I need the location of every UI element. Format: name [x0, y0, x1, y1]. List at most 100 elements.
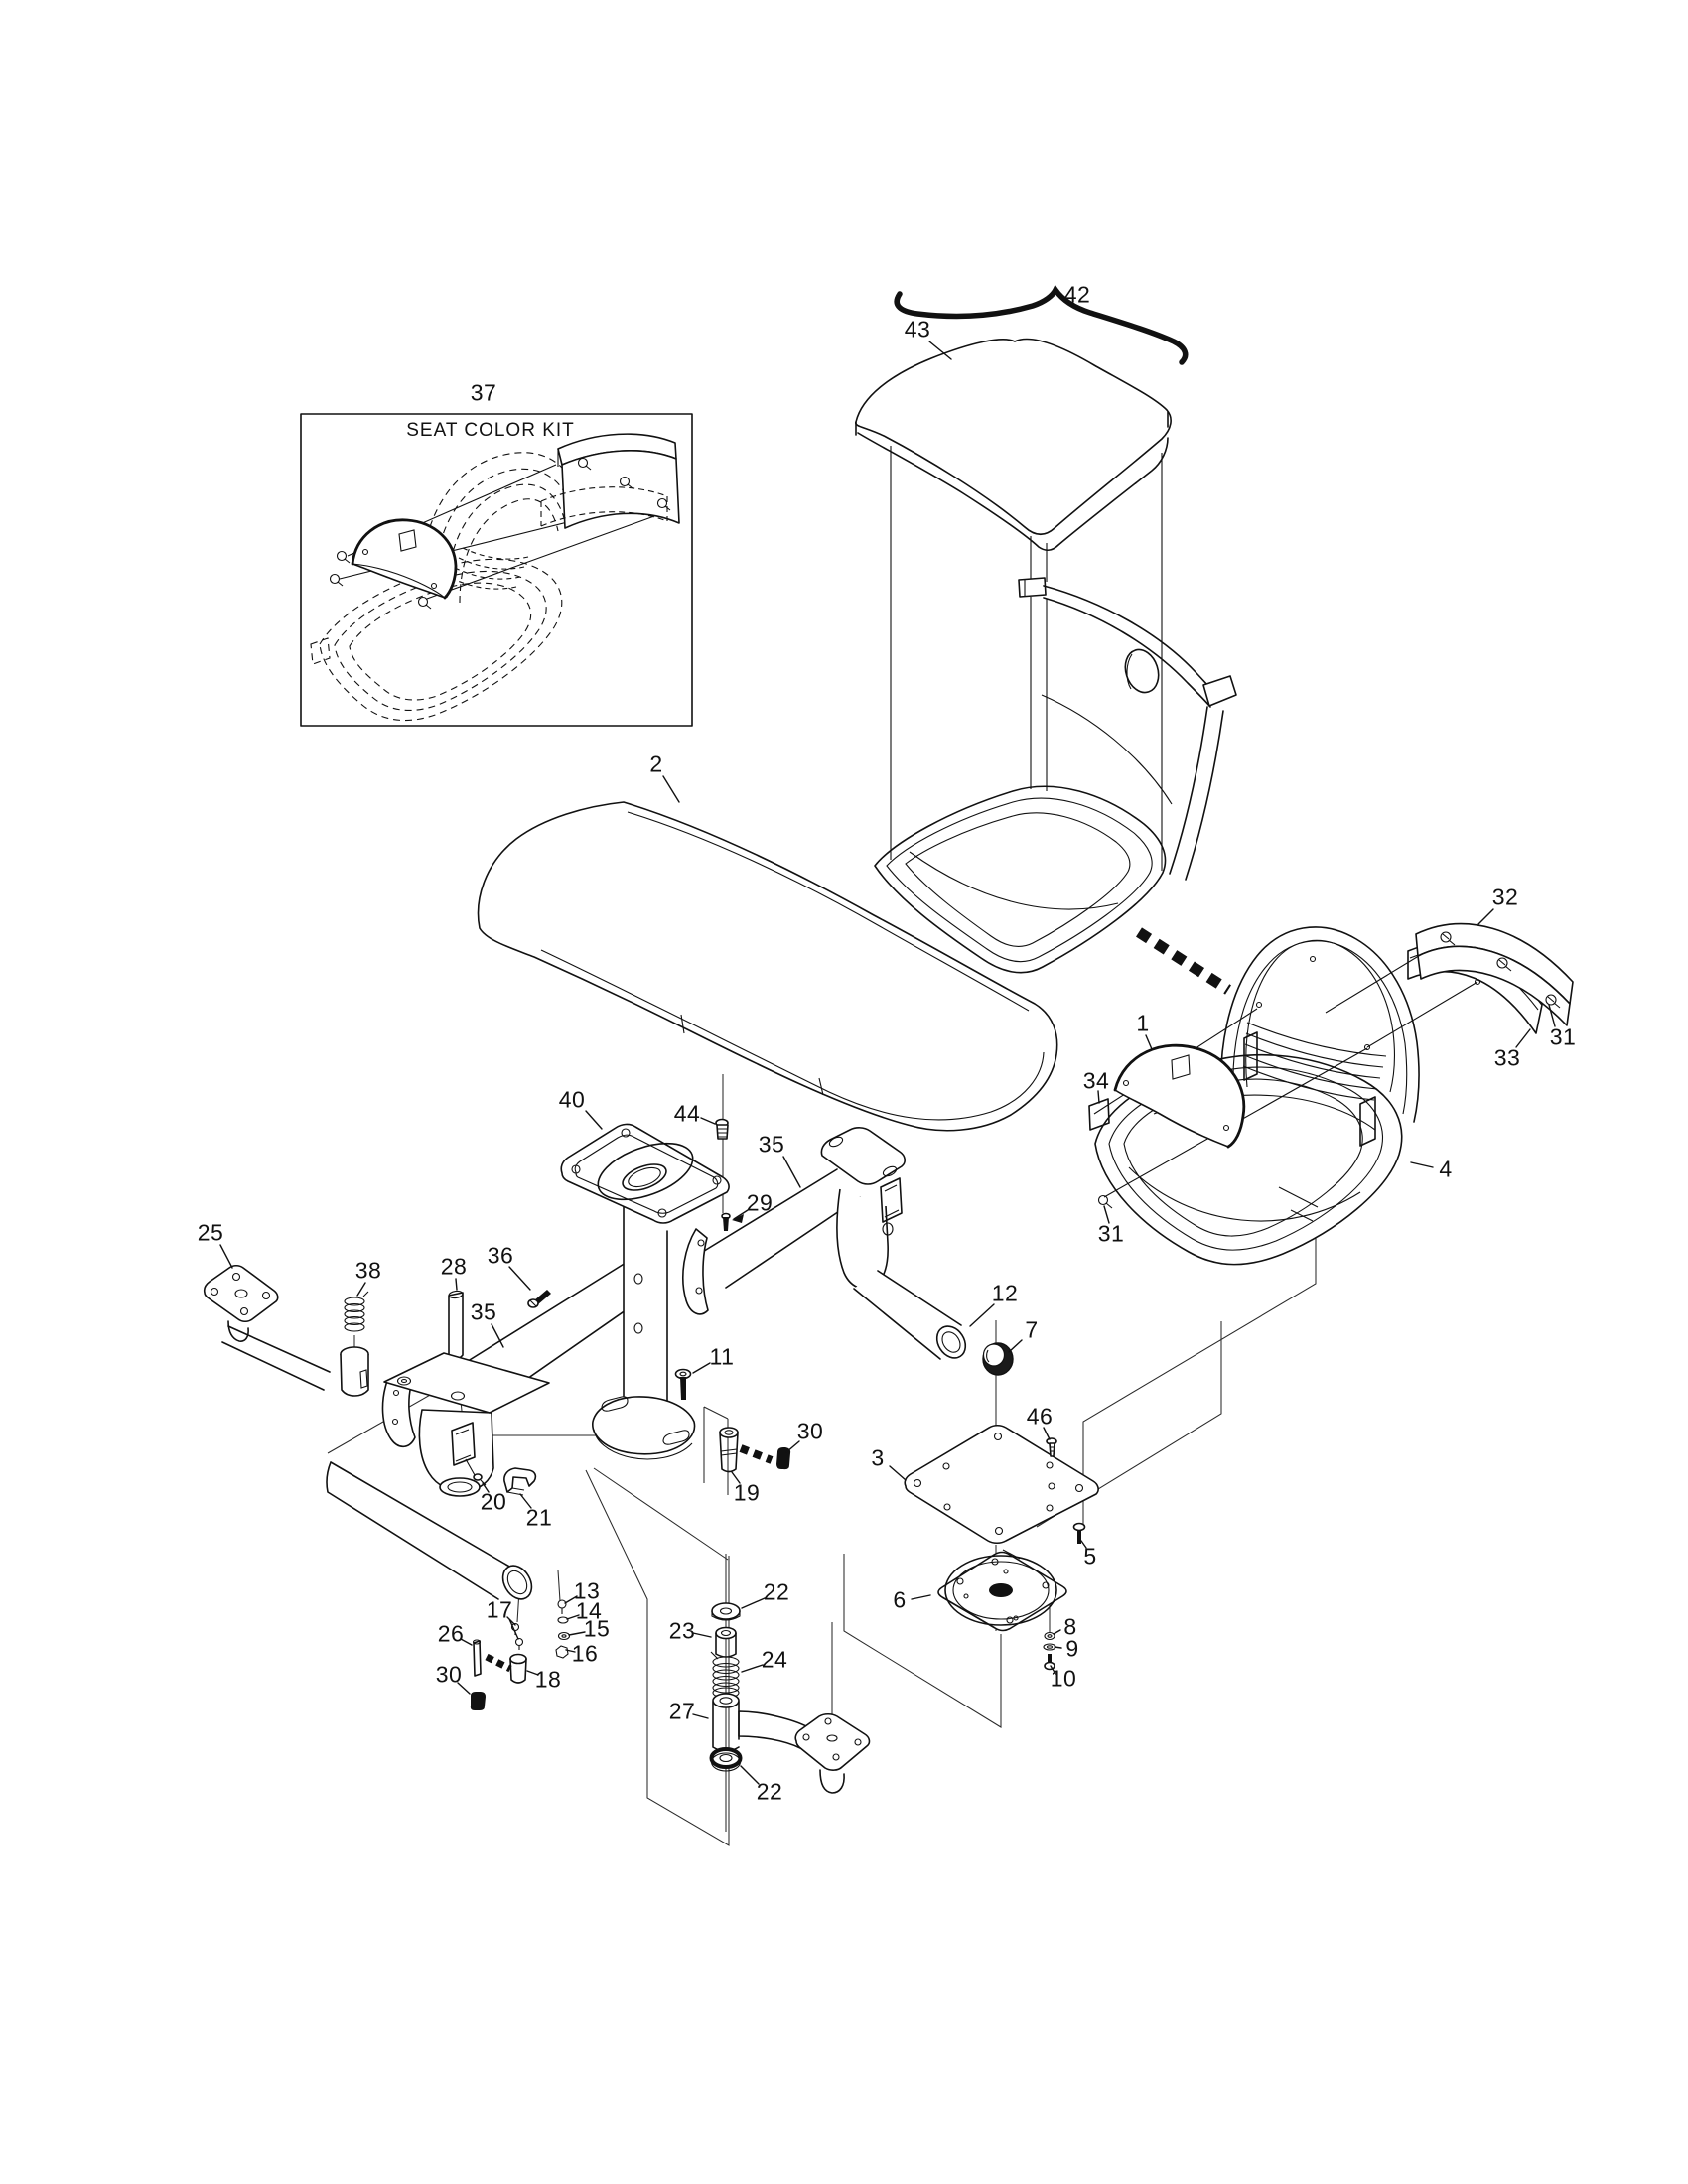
left-arm-assembly — [203, 1264, 550, 1497]
exploded-direction-arrow — [1136, 927, 1231, 995]
part-label-14: 14 — [575, 1597, 603, 1624]
seat-color-kit-box — [300, 413, 693, 727]
screw-20 — [473, 1473, 487, 1486]
leader-lines — [219, 341, 1556, 1785]
part-label-12: 12 — [991, 1280, 1019, 1306]
spring-24 — [710, 1651, 740, 1699]
part-label-27: 27 — [668, 1698, 696, 1724]
insert-arrow — [485, 1653, 512, 1673]
part-label-28: 28 — [440, 1253, 468, 1280]
insert-arrow — [739, 1444, 774, 1464]
base-plate-3 — [904, 1424, 1099, 1545]
part-label-3: 3 — [871, 1444, 885, 1471]
part-label-34: 34 — [1082, 1067, 1110, 1094]
kit-title: SEAT COLOR KIT — [406, 420, 575, 441]
screw-36 — [527, 1290, 551, 1308]
part-label-37: 37 — [470, 379, 497, 406]
part-label-9: 9 — [1065, 1635, 1079, 1662]
post-collar — [1018, 577, 1047, 598]
part-label-11: 11 — [709, 1343, 735, 1370]
handle-tube-assembly — [326, 1461, 571, 1710]
pin-28 — [448, 1290, 464, 1360]
part-label-20: 20 — [480, 1488, 507, 1515]
washer-22-top — [711, 1602, 741, 1621]
part-label-35-upper: 35 — [758, 1131, 785, 1158]
spring-38 — [344, 1291, 369, 1332]
seat-support-tube-12 — [853, 1270, 967, 1360]
fastener-stack-8-9-10 — [1043, 1631, 1056, 1671]
washer-22-bottom — [709, 1747, 743, 1772]
part-label-8: 8 — [1063, 1613, 1077, 1640]
swing-arm-27 — [712, 1693, 871, 1794]
part-label-31-right: 31 — [1549, 1024, 1577, 1050]
part-label-30-left: 30 — [435, 1661, 463, 1688]
part-label-7: 7 — [1025, 1316, 1039, 1343]
part-label-42: 42 — [1063, 281, 1091, 308]
part-label-5: 5 — [1083, 1543, 1097, 1570]
set-screw-29 — [721, 1212, 731, 1231]
brace-42 — [894, 284, 1189, 365]
part-label-30-center: 30 — [796, 1418, 824, 1444]
part-label-15: 15 — [583, 1615, 611, 1642]
mounting-plate-25 — [203, 1264, 279, 1342]
hardware-stack-13-16 — [555, 1599, 571, 1659]
pivot-column-parts — [709, 1602, 871, 1794]
cap-nut-30-left — [470, 1692, 486, 1710]
sleeve-23 — [715, 1626, 737, 1658]
spacer-square-34 — [1088, 1098, 1110, 1131]
screw-31-bottom — [1097, 1194, 1113, 1209]
crescent-shield-1 — [1113, 1043, 1246, 1149]
swivel-bearing-6 — [937, 1549, 1067, 1632]
frame-verticals — [890, 446, 1163, 871]
part-label-2: 2 — [649, 751, 663, 777]
part-label-38: 38 — [354, 1257, 382, 1284]
part-label-36: 36 — [487, 1242, 514, 1269]
cap-nut-30-center — [776, 1447, 791, 1470]
part-label-31-bottom: 31 — [1097, 1220, 1125, 1247]
kit-screws — [329, 550, 432, 610]
part-label-46: 46 — [1026, 1403, 1054, 1430]
part-label-32: 32 — [1491, 884, 1519, 910]
backrest-band — [1041, 585, 1237, 881]
bushing-19-group — [719, 1427, 791, 1473]
pin-26 — [472, 1639, 482, 1677]
seat-back-arch — [1220, 926, 1420, 1147]
pedestal-column — [623, 1202, 668, 1410]
screws-17 — [510, 1622, 524, 1650]
pedestal-base-flange — [592, 1396, 696, 1460]
screw-44 — [715, 1118, 729, 1140]
screw-46 — [1046, 1437, 1057, 1457]
part-label-23: 23 — [668, 1617, 696, 1644]
bolt-5 — [1072, 1522, 1086, 1544]
part-label-24: 24 — [761, 1646, 788, 1673]
clamp-casting-right — [820, 1127, 906, 1290]
bracket-screws-31 — [1440, 931, 1561, 1009]
mounting-plate-40 — [560, 1123, 730, 1224]
top-seat-assembly — [855, 284, 1237, 974]
part-label-26: 26 — [437, 1620, 465, 1647]
part-label-22-bottom: 22 — [756, 1778, 783, 1805]
clip-21 — [503, 1467, 537, 1496]
part-label-44: 44 — [673, 1100, 701, 1127]
color-bracket-32 — [1415, 922, 1574, 1026]
pivot-sleeve — [340, 1346, 369, 1397]
part-label-4: 4 — [1439, 1156, 1453, 1182]
part-label-10: 10 — [1050, 1665, 1077, 1692]
part-label-1: 1 — [1136, 1010, 1150, 1036]
part-label-13: 13 — [573, 1577, 601, 1604]
kit-spacer-square — [310, 637, 331, 665]
column-ear-guard — [682, 1228, 709, 1315]
part-label-6: 6 — [893, 1586, 907, 1613]
part-label-35-lower: 35 — [470, 1298, 497, 1325]
part-label-18: 18 — [534, 1666, 562, 1693]
pedestal-assembly — [456, 1118, 1014, 1460]
sleeve-18 — [509, 1653, 527, 1684]
part-label-16: 16 — [571, 1640, 599, 1667]
kit-color-bracket — [540, 433, 680, 529]
part-label-33: 33 — [1493, 1044, 1521, 1071]
table-top-2 — [477, 801, 1058, 1132]
bench-ring — [874, 785, 1167, 974]
part-label-22-top: 22 — [763, 1578, 790, 1605]
